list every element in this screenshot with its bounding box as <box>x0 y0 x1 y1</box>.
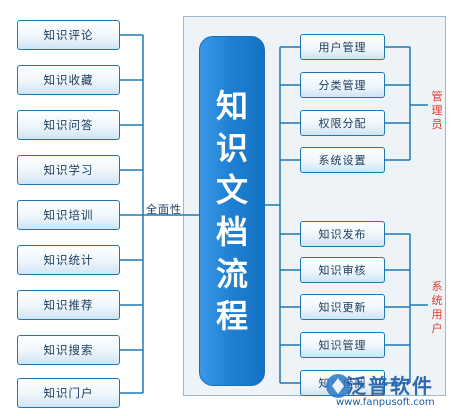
core-process-node: 知 识 文 档 流 程 <box>199 36 265 386</box>
group-label-admin: 管理员 <box>431 90 443 131</box>
node-knowledge-training: 知识培训 <box>17 200 120 230</box>
core-char: 程 <box>215 297 248 335</box>
node-system-settings: 系统设置 <box>300 147 385 173</box>
node-label: 知识统计 <box>43 253 94 267</box>
node-label: 知识发布 <box>318 228 367 241</box>
node-label: 权限分配 <box>318 117 367 130</box>
node-knowledge-update: 知识更新 <box>300 294 385 320</box>
node-label: 知识管理 <box>318 339 367 352</box>
node-label: 分类管理 <box>318 79 367 92</box>
brand-name: 泛普软件 <box>346 374 434 398</box>
node-label: 知识收藏 <box>43 73 94 87</box>
core-char: 档 <box>215 213 248 251</box>
node-permission-assign: 权限分配 <box>300 110 385 136</box>
node-knowledge-portal: 知识门户 <box>17 378 120 408</box>
node-knowledge-review: 知识审核 <box>300 257 385 283</box>
node-label: 知识培训 <box>43 208 94 222</box>
node-label: 系统设置 <box>318 154 367 167</box>
node-knowledge-comment: 知识评论 <box>17 20 120 50</box>
core-char: 知 <box>215 87 248 125</box>
node-user-management: 用户管理 <box>300 34 385 60</box>
core-char: 流 <box>215 255 248 293</box>
node-label: 知识审核 <box>318 264 367 277</box>
brand-logo-mark <box>326 374 350 398</box>
node-knowledge-recommend: 知识推荐 <box>17 290 120 320</box>
node-knowledge-learning: 知识学习 <box>17 155 120 185</box>
node-knowledge-stats: 知识统计 <box>17 245 120 275</box>
node-knowledge-qa: 知识问答 <box>17 110 120 140</box>
node-category-management: 分类管理 <box>300 72 385 98</box>
connector-label: 全面性 <box>146 203 182 216</box>
node-label: 知识问答 <box>43 118 94 132</box>
core-char: 识 <box>215 129 248 167</box>
node-label: 知识搜索 <box>43 343 94 357</box>
node-label: 知识门户 <box>43 386 94 400</box>
node-label: 知识学习 <box>43 163 94 177</box>
group-label-users: 系统用户 <box>431 280 443 335</box>
node-knowledge-favorite: 知识收藏 <box>17 65 120 95</box>
node-knowledge-manage: 知识管理 <box>300 332 385 358</box>
core-char: 文 <box>215 171 248 209</box>
node-label: 用户管理 <box>318 41 367 54</box>
node-knowledge-publish: 知识发布 <box>300 221 385 247</box>
node-label: 知识评论 <box>43 28 94 42</box>
node-label: 知识推荐 <box>43 298 94 312</box>
node-label: 知识更新 <box>318 301 367 314</box>
node-knowledge-search: 知识搜索 <box>17 335 120 365</box>
brand-url: www.fanpusoft.com <box>336 397 435 408</box>
